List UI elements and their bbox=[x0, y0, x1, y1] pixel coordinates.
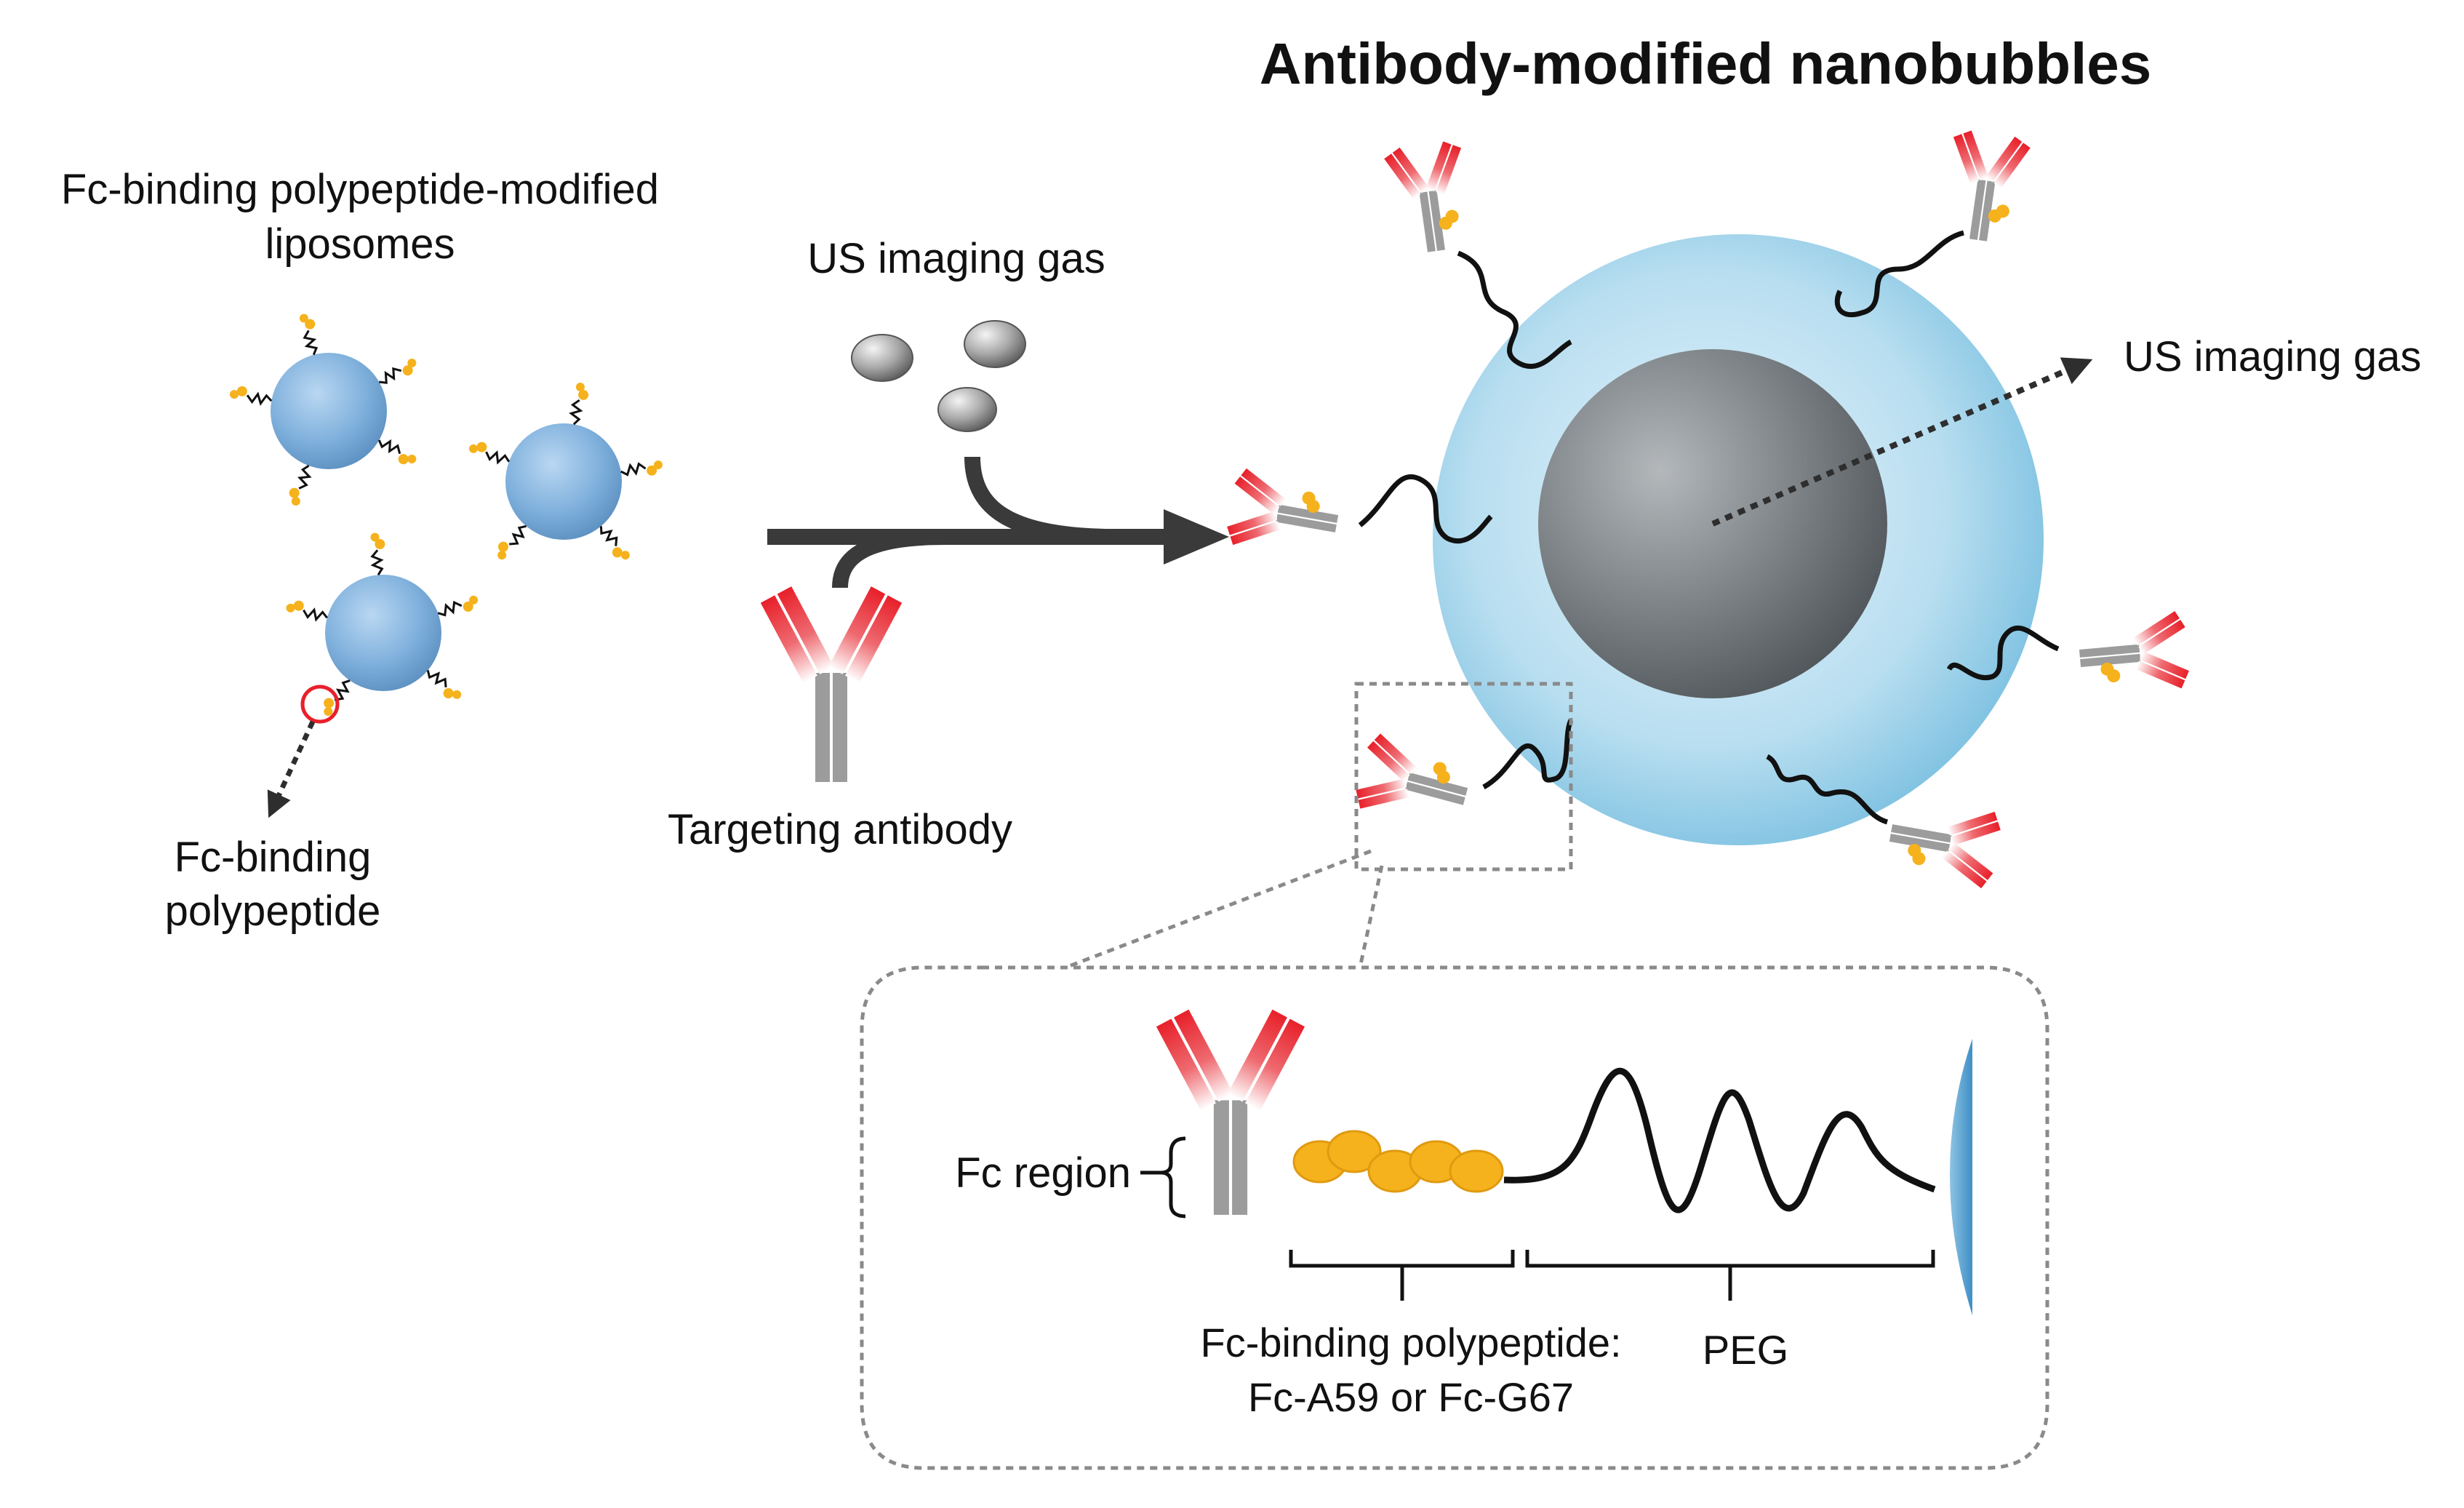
merge-arrow bbox=[767, 456, 1229, 589]
targeting-antibody bbox=[760, 586, 903, 782]
nanobubble bbox=[1224, 128, 2191, 890]
gas-bubbles bbox=[851, 320, 1026, 432]
fc-region-bracket bbox=[1160, 1136, 1186, 1218]
zoom-box bbox=[1354, 682, 1573, 871]
highlight-circle bbox=[300, 685, 340, 724]
peg-chain-detail bbox=[1503, 1067, 1936, 1213]
us-imaging-gas-label-right: US imaging gas bbox=[2124, 333, 2421, 380]
gas-bubble bbox=[964, 320, 1026, 368]
targeting-antibody-label: Targeting antibody bbox=[668, 806, 1012, 853]
surface-lens bbox=[1950, 1039, 1972, 1315]
construct-detail bbox=[1140, 1009, 1972, 1315]
polypeptide-label-line2: Fc-A59 or Fc-G67 bbox=[1248, 1374, 1574, 1420]
liposome-cluster bbox=[228, 310, 665, 818]
pointer-arrow bbox=[267, 720, 316, 818]
liposome bbox=[284, 530, 482, 719]
zoom-callout bbox=[860, 849, 2049, 1470]
gas-bubble bbox=[937, 387, 997, 432]
us-imaging-gas-label-top: US imaging gas bbox=[807, 235, 1105, 282]
fc-binding-label-line2: polypeptide bbox=[165, 887, 381, 935]
peg-label: PEG bbox=[1703, 1327, 1788, 1373]
liposome bbox=[466, 380, 665, 566]
polypeptide-label-line1: Fc-binding polypeptide: bbox=[1200, 1320, 1621, 1365]
liposome bbox=[228, 310, 422, 508]
fc-binding-label-line1: Fc-binding bbox=[175, 834, 372, 881]
polypeptide-beads bbox=[1292, 1130, 1504, 1193]
gas-bubble bbox=[851, 334, 913, 382]
peg-chains bbox=[1358, 230, 2060, 825]
bottom-brackets bbox=[1289, 1250, 1935, 1301]
liposomes-label-line1: Fc-binding polypeptide-modified bbox=[61, 166, 659, 213]
figure-title: Antibody-modified nanobubbles bbox=[1260, 31, 2152, 96]
liposomes-label-line2: liposomes bbox=[265, 220, 455, 268]
fc-region-label: Fc region bbox=[955, 1149, 1131, 1197]
